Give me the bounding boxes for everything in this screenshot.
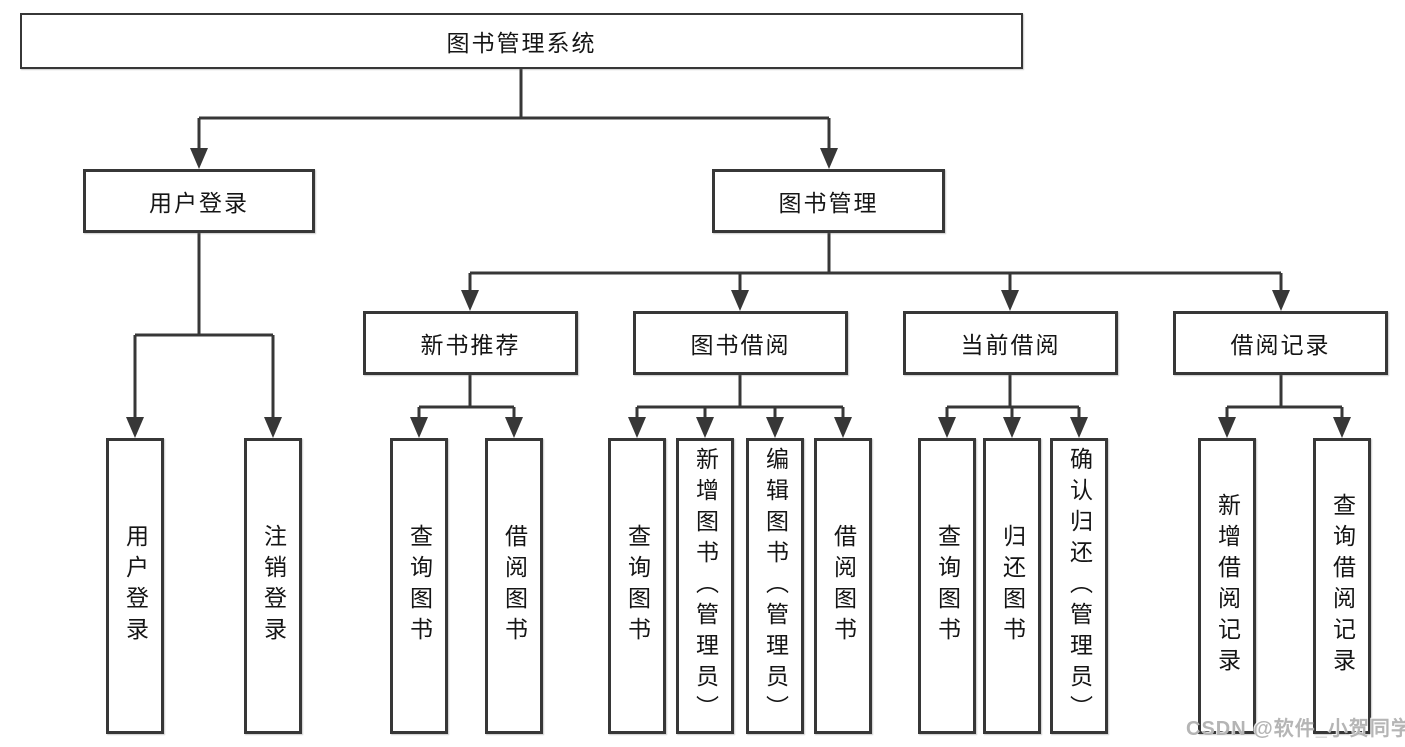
node-book-mgmt: 图书管理 (712, 169, 945, 233)
leaf-cb-query-books: 查询图书 (918, 438, 976, 734)
node-borrow-records-label: 借阅记录 (1230, 332, 1331, 358)
leaf-bb-borrow-books-label: 借阅图书 (830, 524, 857, 648)
leaf-cb-return-books: 归还图书 (983, 438, 1041, 734)
node-book-mgmt-label: 图书管理 (778, 190, 879, 216)
leaf-logout: 注销登录 (244, 438, 302, 734)
leaf-nbr-query-books-label: 查询图书 (406, 524, 433, 648)
leaf-bb-borrow-books: 借阅图书 (814, 438, 872, 734)
node-new-book-rec-label: 新书推荐 (420, 332, 521, 358)
node-current-borrow-label: 当前借阅 (960, 332, 1061, 358)
leaf-cb-confirm-return-admin: 确认归还（管理员） (1050, 438, 1108, 734)
leaf-bb-query-books: 查询图书 (608, 438, 666, 734)
leaf-bb-edit-books-admin: 编辑图书（管理员） (746, 438, 804, 734)
leaf-bb-query-books-label: 查询图书 (624, 524, 651, 648)
node-current-borrow: 当前借阅 (903, 311, 1118, 375)
node-root-label: 图书管理系统 (446, 30, 597, 56)
node-borrow-records: 借阅记录 (1173, 311, 1388, 375)
leaf-nbr-query-books: 查询图书 (390, 438, 448, 734)
leaf-bb-add-books-admin: 新增图书（管理员） (676, 438, 734, 734)
node-root: 图书管理系统 (20, 13, 1023, 69)
node-book-borrow: 图书借阅 (633, 311, 848, 375)
leaf-nbr-borrow-books: 借阅图书 (485, 438, 543, 734)
arrowheads (126, 148, 1351, 438)
node-book-borrow-label: 图书借阅 (690, 332, 791, 358)
leaf-cb-query-books-label: 查询图书 (934, 524, 961, 648)
node-user-login: 用户登录 (83, 169, 315, 233)
leaf-br-add-record: 新增借阅记录 (1198, 438, 1256, 734)
leaf-bb-edit-books-admin-label: 编辑图书（管理员） (762, 446, 789, 726)
leaf-br-query-record-label: 查询借阅记录 (1329, 493, 1356, 679)
leaf-nbr-borrow-books-label: 借阅图书 (501, 524, 528, 648)
leaf-logout-label: 注销登录 (260, 524, 287, 648)
leaf-user-login: 用户登录 (106, 438, 164, 734)
leaf-cb-return-books-label: 归还图书 (999, 524, 1026, 648)
leaf-bb-add-books-admin-label: 新增图书（管理员） (692, 446, 719, 726)
leaf-br-add-record-label: 新增借阅记录 (1214, 493, 1241, 679)
leaf-cb-confirm-return-admin-label: 确认归还（管理员） (1066, 446, 1093, 726)
node-user-login-label: 用户登录 (149, 190, 249, 216)
leaf-br-query-record: 查询借阅记录 (1313, 438, 1371, 734)
node-new-book-rec: 新书推荐 (363, 311, 578, 375)
watermark: CSDN @软件_小贺同学 (1186, 718, 1405, 740)
leaf-user-login-label: 用户登录 (122, 524, 149, 648)
